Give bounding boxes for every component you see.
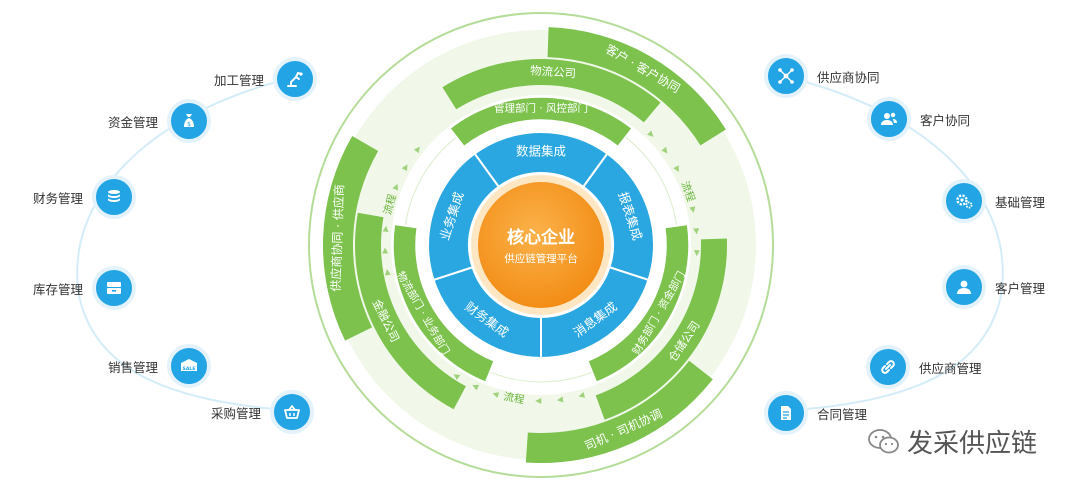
outermost-segment xyxy=(525,360,713,463)
wechat-icon xyxy=(868,428,899,453)
network-icon xyxy=(764,54,808,98)
module-label: 财务管理 xyxy=(33,190,84,206)
middle-segment-label: 管理部门 · 风控部门 xyxy=(494,102,588,115)
flow-arrow xyxy=(689,206,696,213)
outer-thin-ring xyxy=(308,12,774,478)
module-label: 客户协同 xyxy=(920,112,971,128)
user-icon xyxy=(942,265,986,309)
module-customer[interactable]: 客户管理 xyxy=(942,265,1045,309)
middle-segment xyxy=(448,96,634,148)
middle-green-ring xyxy=(392,96,690,384)
module-supplier[interactable]: 供应商管理 xyxy=(866,345,982,389)
flow-label: 流程 xyxy=(503,390,526,407)
outer-segment xyxy=(442,59,661,123)
module-label: 加工管理 xyxy=(214,72,265,88)
outer-green-ring xyxy=(355,59,728,420)
module-finance[interactable]: 财务管理 xyxy=(33,175,137,219)
module-label: 基础管理 xyxy=(995,194,1046,210)
storage-box-icon xyxy=(92,266,137,310)
integration-segment-label: 数据集成 xyxy=(516,144,566,159)
flow-arrow xyxy=(535,398,542,405)
flow-arrow xyxy=(384,269,391,276)
document-icon xyxy=(764,391,808,435)
module-sales[interactable]: SALE 销售管理 xyxy=(108,344,212,388)
flow-label: 流程 xyxy=(381,192,399,216)
flow-arrow xyxy=(647,130,654,137)
flow-arrow xyxy=(472,384,480,391)
integration-segment xyxy=(427,152,501,282)
shopping-basket-icon xyxy=(270,390,315,434)
flow-arrow xyxy=(578,392,586,398)
money-bag-icon: $ xyxy=(167,99,212,143)
watermark: 发采供应链 xyxy=(867,423,1037,460)
svg-text:$: $ xyxy=(187,121,191,128)
module-basic[interactable]: 基础管理 xyxy=(942,179,1045,223)
flow-arrow xyxy=(401,164,408,172)
flow-arrow xyxy=(392,183,399,191)
watermark-text: 发采供应链 xyxy=(907,429,1038,459)
module-funds[interactable]: $ 资金管理 xyxy=(108,99,212,143)
module-contract[interactable]: 合同管理 xyxy=(764,391,867,435)
module-label: 合同管理 xyxy=(817,406,868,422)
core-enterprise: 核心企业 供应链管理平台 xyxy=(471,175,611,315)
flow-arrow xyxy=(673,165,679,172)
flow-arrow xyxy=(382,247,389,254)
flow-arrow xyxy=(557,396,564,403)
coin-stack-icon xyxy=(92,175,137,219)
module-supplier-collab[interactable]: 供应商协同 xyxy=(764,54,880,98)
flow-arrows xyxy=(382,130,700,405)
module-customer-collab[interactable]: 客户协同 xyxy=(867,97,970,141)
module-inventory[interactable]: 库存管理 xyxy=(33,266,137,310)
flow-arrow xyxy=(661,146,668,154)
outer-segment-label: 物流公司 xyxy=(530,63,577,80)
module-label: 资金管理 xyxy=(108,114,159,130)
module-label: 供应商管理 xyxy=(919,360,982,376)
middle-segment xyxy=(392,223,496,384)
module-processing[interactable]: 加工管理 xyxy=(214,57,318,101)
blue-integration-ring xyxy=(427,131,655,360)
core-title: 核心企业 xyxy=(507,227,575,248)
svg-text:SALE: SALE xyxy=(183,366,196,372)
flow-arrow xyxy=(382,225,389,232)
core-subtitle: 供应链管理平台 xyxy=(504,252,578,265)
gears-icon xyxy=(942,179,986,223)
module-label: 库存管理 xyxy=(33,281,84,297)
outer-segment xyxy=(355,212,466,410)
outermost-segment xyxy=(323,136,379,341)
flow-arrow xyxy=(693,250,700,257)
robot-arm-icon xyxy=(273,57,318,101)
outermost-segment-label: 供应商协同 · 供应商 xyxy=(328,184,347,292)
module-label: 供应商协同 xyxy=(817,69,880,85)
module-label: 采购管理 xyxy=(211,405,262,421)
middle-segment xyxy=(586,223,690,384)
users-icon xyxy=(867,97,911,141)
flow-arrow xyxy=(453,374,461,380)
flow-arrow xyxy=(693,228,700,235)
flow-arrow xyxy=(413,146,420,154)
outermost-green-ring xyxy=(323,27,726,463)
flow-arrow xyxy=(492,392,500,398)
module-label: 客户管理 xyxy=(995,280,1046,296)
outer-segment xyxy=(595,238,728,420)
sale-tag-icon: SALE xyxy=(167,344,212,388)
link-icon xyxy=(866,345,910,389)
outermost-segment xyxy=(547,27,726,146)
module-label: 销售管理 xyxy=(108,359,159,375)
module-purchasing[interactable]: 采购管理 xyxy=(211,390,315,434)
